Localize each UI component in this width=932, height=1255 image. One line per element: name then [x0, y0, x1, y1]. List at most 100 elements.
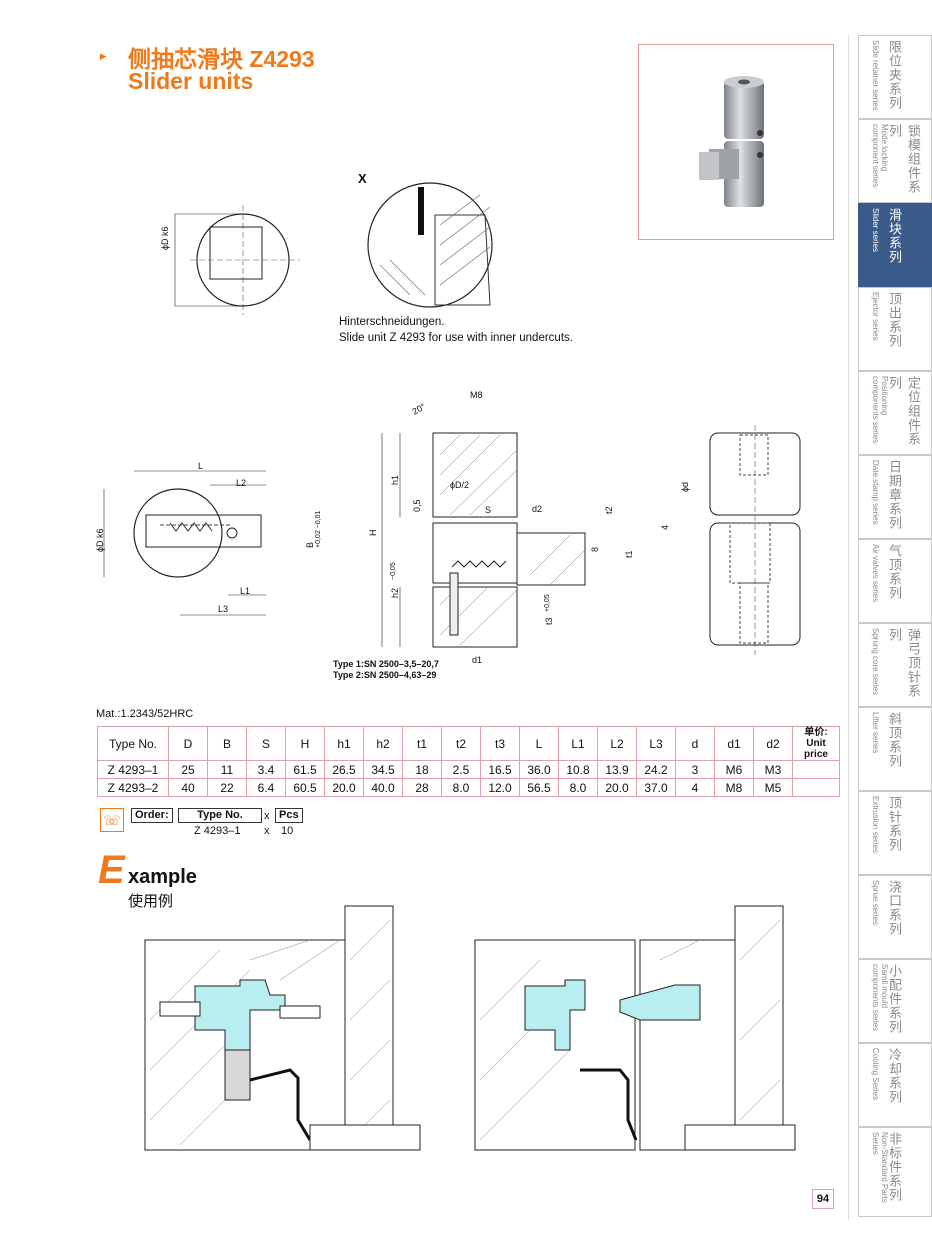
- cell: 10.8: [558, 760, 598, 779]
- cell: 40: [168, 778, 208, 797]
- dim-h2: h2: [390, 587, 400, 598]
- cell: 25: [168, 760, 208, 779]
- note-en: Slide unit Z 4293 for use with inner und…: [339, 332, 573, 344]
- sidebar-item-label-en: Cooling Series: [871, 1048, 880, 1101]
- cell: 20.0: [324, 778, 364, 797]
- sidebar-item-date-stamp[interactable]: 日期章系列 Date stamp series: [858, 455, 932, 539]
- sidebar-item-sprue[interactable]: 浇口系列 Sprue series: [858, 875, 932, 959]
- sidebar-item-label-en: Sprue series: [871, 880, 880, 925]
- example-title: xample: [128, 866, 197, 888]
- dim-s: S: [485, 505, 492, 515]
- spec-table: Type No. D B S H h1 h2 t1 t2 t3 L L1 L2 …: [97, 726, 840, 797]
- table-row: Z 4293–2 40 22 6.4 60.5 20.0 40.0 28 8.0…: [97, 778, 840, 797]
- price-cell: [792, 778, 840, 797]
- col-header: L: [519, 726, 559, 761]
- sidebar-item-label-en: Slide retainer series: [871, 40, 880, 111]
- col-header: t2: [441, 726, 481, 761]
- dim-l1: L1: [240, 586, 251, 596]
- dim-t3: t3: [544, 617, 554, 625]
- sidebar-item-ejector[interactable]: 顶出系列 Ejector series: [858, 287, 932, 371]
- cell: 2.5: [441, 760, 481, 779]
- cell: 34.5: [363, 760, 403, 779]
- order-example-qty: 10: [281, 825, 294, 837]
- sidebar-item-label-cn: 浇口系列: [887, 880, 902, 936]
- order-example-x: x: [264, 825, 270, 837]
- sidebar-item-label-en: Samll mould components series: [871, 964, 889, 1032]
- sidebar-item-label-cn: 非标件系列: [887, 1132, 902, 1202]
- col-header: L1: [558, 726, 598, 761]
- dim-t1: t1: [624, 550, 634, 558]
- order-example-type: Z 4293–1: [194, 825, 241, 837]
- sidebar-item-label-en: Ejector series: [871, 292, 880, 341]
- sidebar-item-label-en: Date stamp series: [871, 460, 880, 525]
- cell: Z 4293–1: [97, 760, 169, 779]
- sidebar-item-label-cn: 日期章系列: [887, 460, 902, 530]
- col-header: d: [675, 726, 715, 761]
- sidebar-item-label-en: Sprung core series: [871, 628, 880, 696]
- cell: 3: [675, 760, 715, 779]
- dim-d1: d1: [472, 655, 483, 665]
- dim-l2: L2: [236, 478, 247, 488]
- note-type1: Type 1:SN 2500–3,5–20,7: [333, 659, 439, 669]
- dim-dk6: ϕD k6: [95, 528, 105, 552]
- cell: M3: [753, 760, 793, 779]
- col-header: d1: [714, 726, 754, 761]
- cell: 12.0: [480, 778, 520, 797]
- page-number: 94: [812, 1189, 834, 1209]
- note-de: Hinterschneidungen.: [339, 316, 445, 328]
- sidebar-item-label-cn: 顶出系列: [887, 292, 902, 348]
- cell: 26.5: [324, 760, 364, 779]
- sidebar-item-cooling[interactable]: 冷却系列 Cooling Series: [858, 1043, 932, 1127]
- cell: 22: [207, 778, 247, 797]
- cell: 4: [675, 778, 715, 797]
- col-header: L2: [597, 726, 637, 761]
- title-arrow-icon: ▸: [100, 48, 107, 63]
- price-en: Unit price: [804, 738, 828, 760]
- col-header: S: [246, 726, 286, 761]
- dim-h1: h1: [390, 474, 400, 485]
- sidebar-divider: [848, 35, 849, 1220]
- dim-dk6-top: ϕD k6: [160, 226, 170, 250]
- sidebar-item-label-en: Slider series: [871, 208, 880, 253]
- product-photo: [638, 44, 834, 240]
- order-label: Order:: [131, 808, 173, 823]
- cell: 37.0: [636, 778, 676, 797]
- dim-0-5: 0,5: [412, 499, 422, 512]
- sidebar-item-label-cn: 锁模组件系列: [887, 124, 921, 194]
- dim-l: L: [198, 461, 204, 471]
- col-header: h1: [324, 726, 364, 761]
- dim-l3: L3: [218, 604, 229, 614]
- dimension-drawings: [103, 425, 801, 655]
- x-label: X: [358, 171, 367, 186]
- cell: 8.0: [558, 778, 598, 797]
- cell: 36.0: [519, 760, 559, 779]
- sidebar-item-label-cn: 冷却系列: [887, 1048, 902, 1104]
- material-note: Mat.:1.2343/52HRC: [96, 708, 194, 720]
- cell: 18: [402, 760, 442, 779]
- cell: 28: [402, 778, 442, 797]
- sidebar-item-label-cn: 滑块系列: [887, 208, 902, 264]
- cell: Z 4293–2: [97, 778, 169, 797]
- col-header: t3: [480, 726, 520, 761]
- dim-b-tol: +0,02 −0,01: [315, 510, 322, 548]
- dim-4: 4: [660, 524, 670, 530]
- sidebar-item-label-cn: 顶针系列: [887, 796, 902, 852]
- col-header: H: [285, 726, 325, 761]
- col-header: Type No.: [97, 726, 169, 761]
- cell: 56.5: [519, 778, 559, 797]
- sidebar-item-slide-retainer[interactable]: 限位夹系列 Slide retainer series: [858, 35, 932, 119]
- sidebar-item-slider[interactable]: 滑块系列 Slider series: [858, 203, 932, 287]
- sidebar-item-label-en: Non-Standard Parts Series: [871, 1132, 889, 1203]
- sidebar-item-label-cn: 限位夹系列: [887, 40, 902, 110]
- cell: 61.5: [285, 760, 325, 779]
- cell: 11: [207, 760, 247, 779]
- sidebar-item-label-en: Positioning components series: [871, 376, 889, 444]
